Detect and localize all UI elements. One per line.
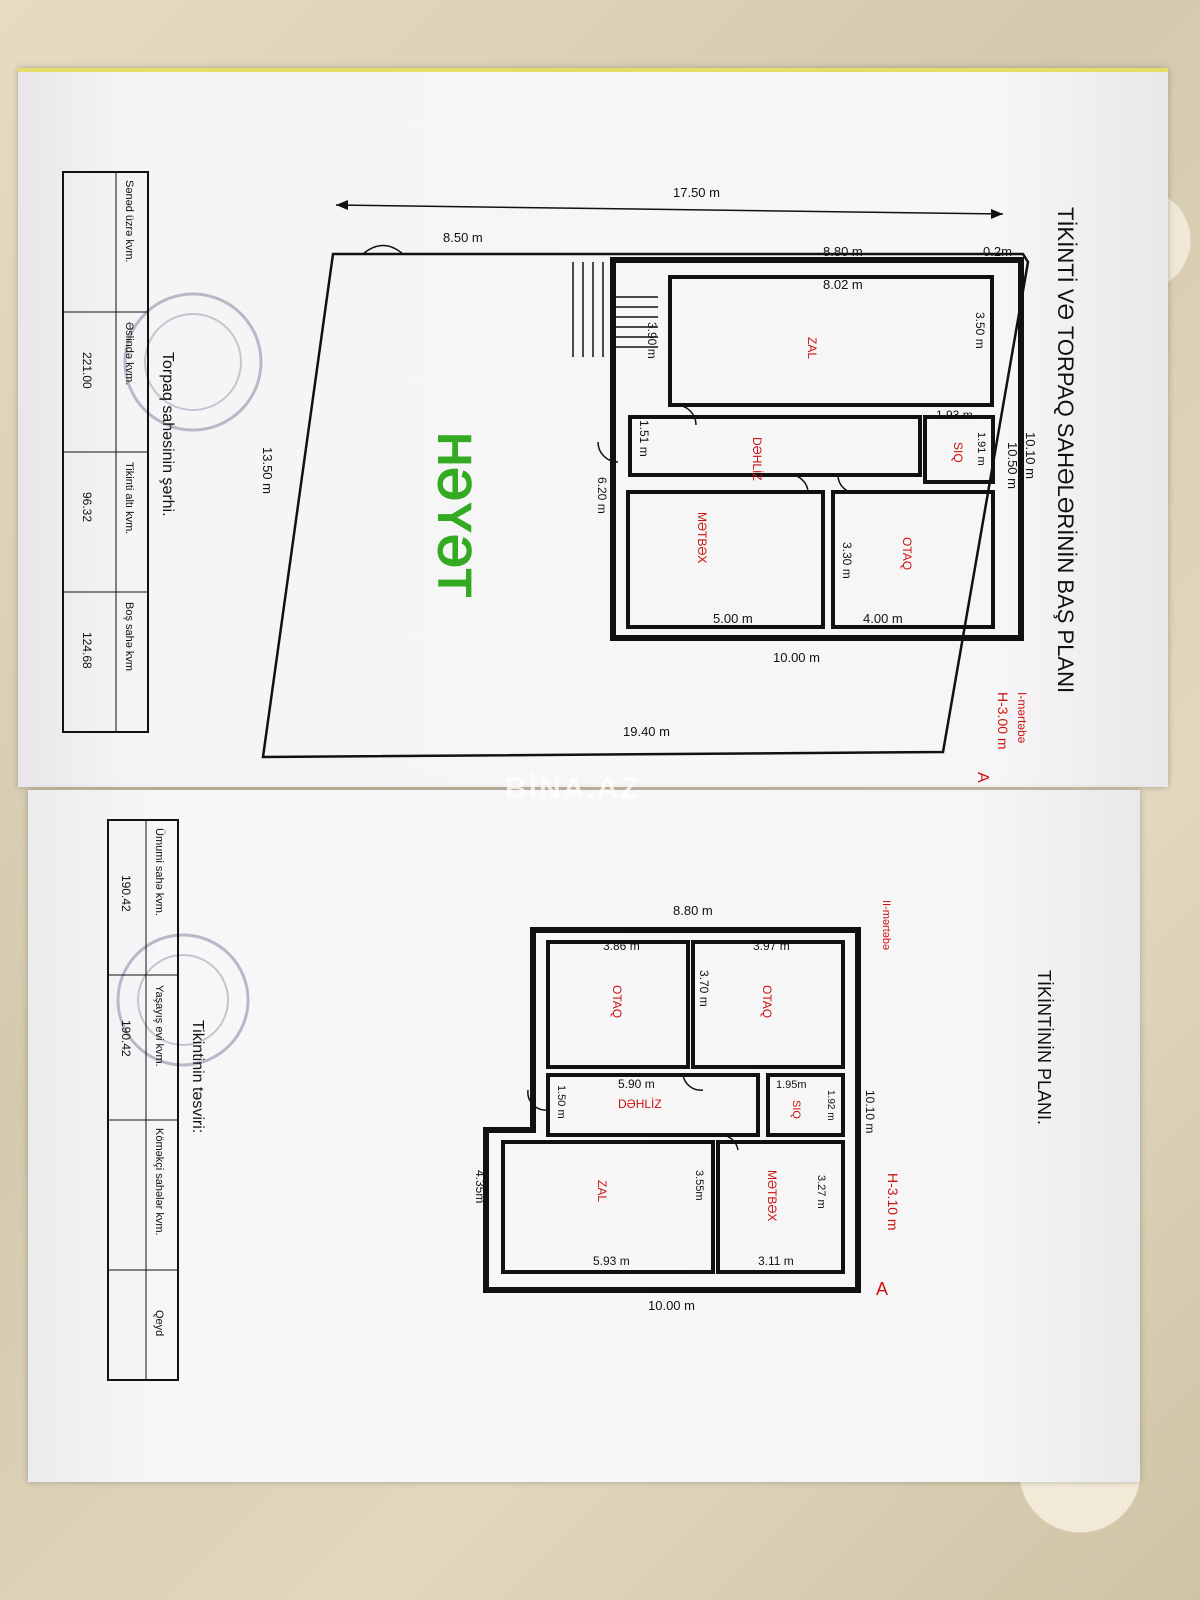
room-dahliz-b-label: DƏHLİZ <box>618 1097 662 1111</box>
room-zal <box>668 275 994 407</box>
building-table-title: Tikintinin təsviri: <box>189 1020 206 1133</box>
room-dahliz <box>628 415 922 477</box>
floor-plan-title: TİKİNTİNİN PLANI. <box>1034 970 1054 1125</box>
room-zal-label: ZAL <box>805 337 819 359</box>
dim-3-86: 3.86 m <box>603 939 640 953</box>
dim-3-30: 3.30 m <box>840 542 854 579</box>
floor-outline <box>483 927 861 1293</box>
site-plan-page: TİKİNTİ VƏ TORPAQ SAHƏLƏRİNİN BAŞ PLANI … <box>18 68 1168 787</box>
room-siq-label: SIQ <box>951 442 965 463</box>
building-header-3: Köməkçi sahələr kvm. <box>153 1128 165 1236</box>
land-header-3: Tikinti altı kvm. <box>123 462 135 534</box>
dim-1-91: 1.91 m <box>975 432 987 466</box>
site-plan-title: TİKİNTİ VƏ TORPAQ SAHƏLƏRİNİN BAŞ PLANI <box>1053 207 1078 693</box>
room-zal-b <box>501 1140 715 1274</box>
building-header-1: Ümumi sahə kvm. <box>153 828 165 916</box>
dim-1-50: 1.50 m <box>555 1085 567 1119</box>
building-value-1: 190.42 <box>119 875 133 912</box>
dim-3-11: 3.11 m <box>758 1254 794 1268</box>
dim-5-90: 5.90 m <box>618 1077 655 1091</box>
dim-4-00: 4.00 m <box>863 611 903 626</box>
dim-1-95: 1.95m <box>776 1079 807 1091</box>
dim-8-80: 8.80 m <box>823 244 863 259</box>
room-otaq-2 <box>691 940 845 1069</box>
dim-13-50: 13.50 m <box>260 447 275 494</box>
building-outline <box>610 257 1024 641</box>
land-header-4: Boş sahə kvm <box>123 602 135 671</box>
dim-line-17-50 <box>335 204 1004 215</box>
dim-8-02: 8.02 m <box>823 277 863 292</box>
dim-3-50: 3.50 m <box>973 312 987 349</box>
dim-5-00: 5.00 m <box>713 611 753 626</box>
dim-10-10-b: 10.10 m <box>863 1090 877 1133</box>
room-otaq-label: OTAQ <box>900 537 914 570</box>
room-otaq-1 <box>546 940 690 1069</box>
room-matbax-b <box>716 1140 845 1274</box>
room-siq-b <box>766 1073 845 1137</box>
land-value-3: 96.32 <box>80 492 94 522</box>
building-value-2: 190.42 <box>119 1020 133 1057</box>
room-otaq <box>831 490 995 629</box>
floor-plan-floor: II-mərtəbə <box>880 900 892 950</box>
seal-stamp <box>123 292 263 432</box>
dim-10-00-b: 10.00 m <box>648 1298 695 1313</box>
height-label: H-3.00 m <box>995 692 1011 750</box>
dim-3-97: 3.97 m <box>753 939 790 953</box>
building-header-4: Qeyd <box>153 1310 165 1336</box>
letter-a: A <box>974 772 991 783</box>
floor-label: I-mərtəbə <box>1015 692 1029 744</box>
door-arc <box>675 404 697 426</box>
dim-8-50: 8.50 m <box>443 230 483 245</box>
room-dahliz-label: DƏHLİZ <box>750 437 764 481</box>
dim-19-40: 19.40 m <box>623 724 670 739</box>
land-table: Torpaq sahəsinin şərhi. Sənəd üzrə kvm. … <box>62 171 176 733</box>
room-siq-b-label: SIQ <box>790 1100 802 1119</box>
dim-4-35: 4.35m <box>473 1170 487 1203</box>
room-matbax <box>626 490 825 629</box>
floor-plan-drawing: TİKİNTİNİN PLANI. II-mərtəbə H-3.10 m A … <box>107 819 1054 1381</box>
stairs <box>572 262 658 357</box>
room-otaq-2-label: OTAQ <box>760 985 774 1018</box>
dim-3-70: 3.70 m <box>697 970 711 1007</box>
dim-3-27: 3.27 m <box>815 1175 827 1209</box>
dim-1-93: 1.93 m <box>936 408 973 422</box>
land-header-2: Əslində kvm. <box>123 322 135 385</box>
land-value-2: 221.00 <box>80 352 94 389</box>
room-matbax-b-label: MƏTBƏX <box>765 1170 779 1221</box>
watermark: BİNA.AZ <box>505 772 641 805</box>
floor-plan-letter: A <box>876 1279 888 1299</box>
room-dahliz-b <box>546 1073 760 1137</box>
dim-6-20: 6.20 m <box>595 477 609 514</box>
dim-0-2: 0.2m <box>983 244 1012 259</box>
dim-1-92: 1.92 m <box>825 1090 836 1121</box>
floor-plan-height: H-3.10 m <box>885 1173 901 1231</box>
dim-3-55: 3.55m <box>693 1170 705 1201</box>
building-table: Tikintinin təsviri: Ümumi sahə kvm. Yaşa… <box>107 819 206 1381</box>
floor-plan-page: TİKİNTİNİN PLANI. II-mərtəbə H-3.10 m A … <box>28 790 1140 1482</box>
dim-10-10: 10.10 m <box>1023 432 1038 479</box>
dim-1-51: 1.51 m <box>637 420 651 457</box>
dim-10-50: 10.50 m <box>1005 442 1020 489</box>
dim-5-93: 5.93 m <box>593 1254 630 1268</box>
land-table-title: Torpaq sahəsinin şərhi. <box>159 352 176 517</box>
dim-3-90: 3.90 m <box>645 322 659 359</box>
dim-8-80-b: 8.80 m <box>673 903 713 918</box>
room-siq <box>923 415 995 484</box>
room-zal-b-label: ZAL <box>595 1180 609 1202</box>
building-header-2: Yaşayış evi kvm. <box>153 985 165 1067</box>
land-header-1: Sənəd üzrə kvm. <box>123 180 135 263</box>
dim-17-50: 17.50 m <box>673 185 720 200</box>
seal-stamp-2 <box>116 933 250 1067</box>
site-plan-drawing: TİKİNTİ VƏ TORPAQ SAHƏLƏRİNİN BAŞ PLANI … <box>62 171 1078 783</box>
lot-boundary <box>261 252 1030 759</box>
dim-10-00: 10.00 m <box>773 650 820 665</box>
room-otaq-1-label: OTAQ <box>610 985 624 1018</box>
room-matbax-label: MƏTBƏX <box>695 512 709 563</box>
yard-label: HƏYƏT <box>427 432 480 598</box>
land-value-4: 124.68 <box>80 632 94 669</box>
